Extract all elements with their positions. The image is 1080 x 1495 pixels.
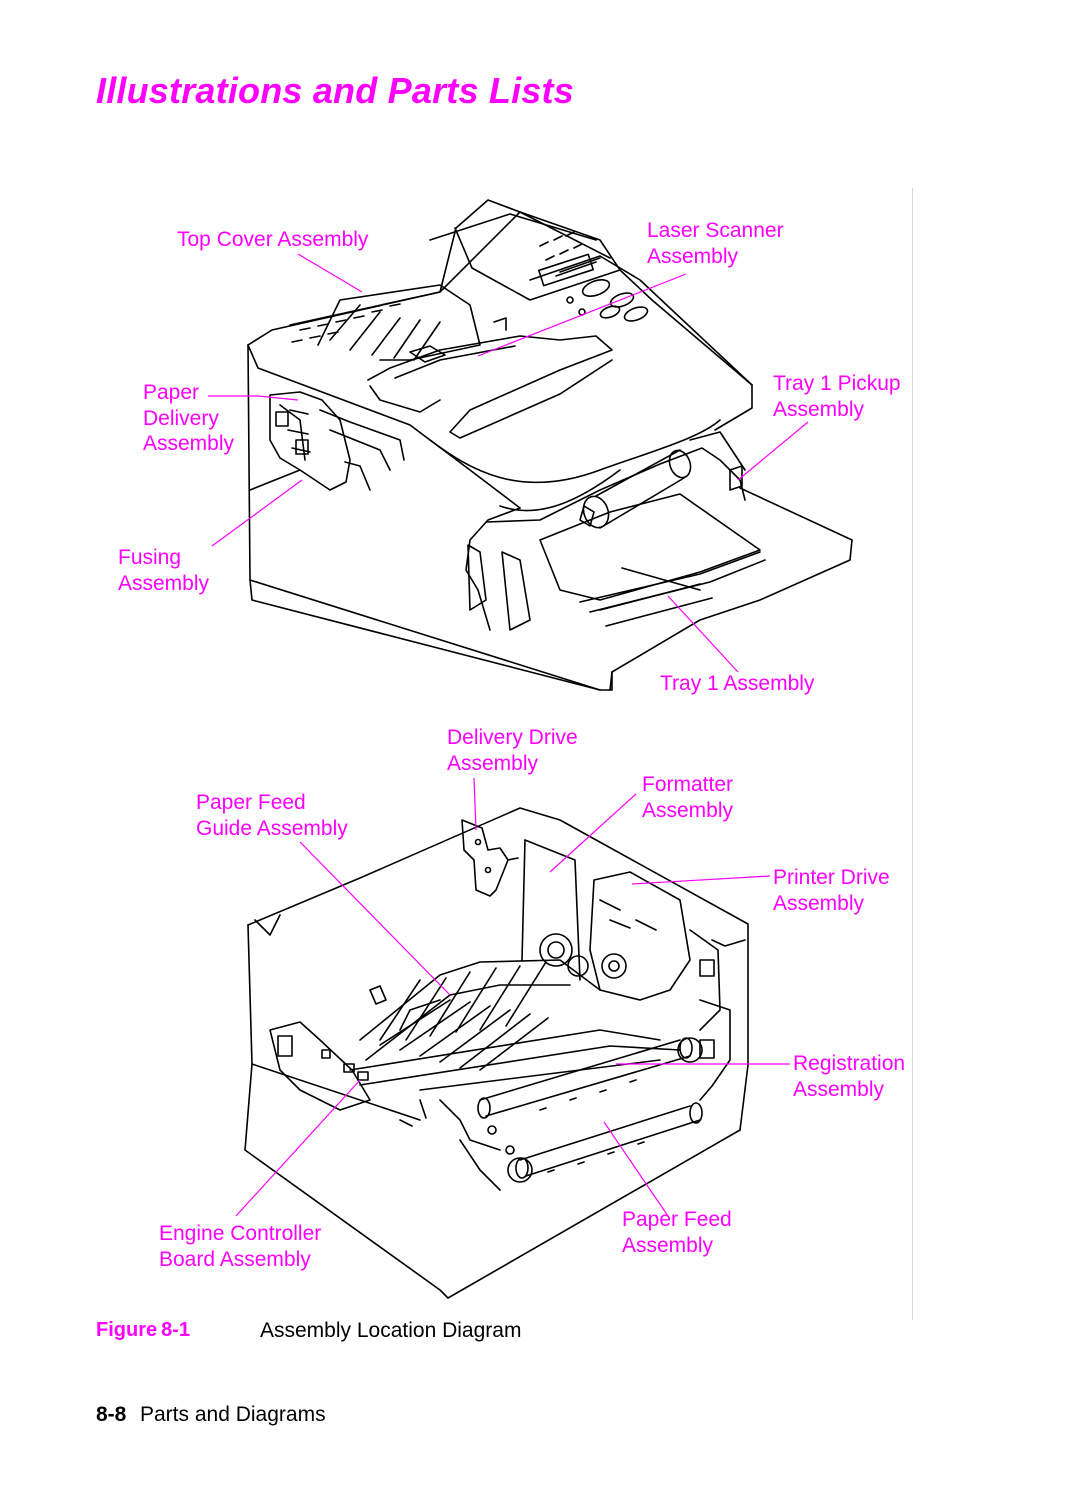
callout-line: Tray 1 Pickup	[773, 372, 901, 395]
callout-line: Board Assembly	[159, 1247, 311, 1271]
callout-line: Assembly	[447, 751, 539, 775]
callout-line: Assembly	[773, 891, 865, 915]
figure-caption: Assembly Location Diagram	[260, 1319, 522, 1342]
callout-paper-delivery-assembly: Paper Delivery Assembly	[143, 380, 234, 457]
figure-prefix: Figure	[96, 1319, 158, 1341]
callout-line: Printer Drive	[773, 866, 890, 889]
callout-line: Assembly	[773, 397, 865, 421]
callout-line: Assembly	[622, 1233, 714, 1257]
callout-line: Registration	[793, 1052, 906, 1075]
callout-line: Assembly	[793, 1077, 885, 1101]
leader-lines	[208, 253, 809, 1217]
callout-printer-drive-assembly: Printer Drive Assembly	[773, 865, 890, 916]
printer-top-view-illustration	[247, 199, 853, 691]
callout-tray1-assembly: Tray 1 Assembly	[660, 672, 815, 695]
callout-paper-feed-assembly: Paper Feed Assembly	[622, 1207, 732, 1258]
callout-line: Assembly	[642, 798, 734, 822]
callout-line: Fusing	[118, 546, 182, 569]
callout-registration-assembly: Registration Assembly	[793, 1051, 905, 1102]
callout-line: Assembly	[143, 432, 235, 455]
callout-paper-feed-guide-assembly: Paper Feed Guide Assembly	[196, 790, 348, 841]
callout-line: Formatter	[642, 773, 734, 796]
callout-line: Engine Controller	[159, 1222, 322, 1245]
callout-formatter-assembly: Formatter Assembly	[642, 772, 733, 823]
callout-line: Laser Scanner	[647, 219, 784, 242]
callout-line: Assembly	[647, 244, 739, 268]
margin-rule	[912, 188, 913, 1320]
callout-delivery-drive-assembly: Delivery Drive Assembly	[447, 725, 578, 776]
figure-number: 8-1	[161, 1319, 191, 1341]
callout-tray1-pickup-assembly: Tray 1 Pickup Assembly	[773, 371, 901, 422]
callout-top-cover-assembly: Top Cover Assembly	[177, 228, 369, 251]
callout-laser-scanner-assembly: Laser Scanner Assembly	[647, 218, 784, 269]
callout-line: Guide Assembly	[196, 816, 348, 840]
callout-fusing-assembly: Fusing Assembly	[118, 545, 209, 596]
callout-engine-controller-board-assembly: Engine Controller Board Assembly	[159, 1221, 321, 1272]
page-title: Illustrations and Parts Lists	[96, 70, 574, 111]
printer-engine-illustration	[244, 807, 749, 1299]
callout-line: Paper Feed	[622, 1208, 732, 1231]
callout-line: Paper	[143, 381, 200, 404]
callout-line: Paper Feed	[196, 791, 306, 814]
callout-line: Delivery Drive	[447, 726, 578, 749]
callout-line: Assembly	[118, 571, 210, 595]
page-number: 8-8	[96, 1403, 127, 1426]
section-name: Parts and Diagrams	[140, 1403, 326, 1426]
callout-line: Delivery	[143, 406, 219, 430]
